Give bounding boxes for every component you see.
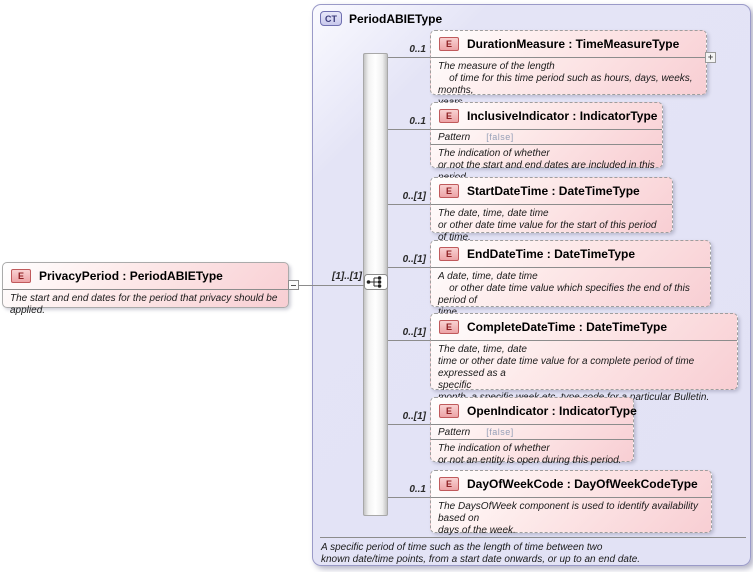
element-description: The date, time, date time or other date … — [438, 344, 710, 403]
pattern-value: [false] — [486, 427, 514, 437]
cardinality-label: 0..[1] — [402, 411, 426, 422]
expand-plus-icon[interactable]: + — [705, 52, 716, 63]
connector-line-root — [298, 285, 364, 286]
connector-line — [388, 204, 430, 205]
complex-type-title: PeriodABIEType — [349, 11, 443, 26]
connector-line — [388, 57, 430, 58]
pattern-label: Pattern — [438, 426, 471, 438]
connector-line — [388, 267, 430, 268]
connector-line — [388, 497, 430, 498]
footer-divider — [320, 537, 746, 538]
connector-line — [388, 340, 430, 341]
element-header: E InclusiveIndicator : IndicatorType — [431, 103, 662, 130]
element-end-date-time[interactable]: E EndDateTime : DateTimeType A date, tim… — [430, 240, 711, 318]
cardinality-label: 0..[1] — [402, 254, 426, 265]
element-title: StartDateTime : DateTimeType — [467, 184, 640, 198]
element-day-of-week-code[interactable]: E DayOfWeekCode : DayOfWeekCodeType The … — [430, 470, 712, 536]
cardinality-label: 0..1 — [409, 44, 426, 55]
pattern-facet-row: Pattern [false] — [431, 425, 633, 440]
element-header: E CompleteDateTime : DateTimeType — [431, 314, 737, 341]
complex-type-annotation: A specific period of time such as the le… — [321, 542, 641, 565]
element-icon: E — [439, 247, 459, 261]
element-header: E DayOfWeekCode : DayOfWeekCodeType — [431, 471, 711, 498]
collapse-handle-icon[interactable] — [288, 280, 299, 290]
minus-icon — [291, 284, 296, 286]
element-title: CompleteDateTime : DateTimeType — [467, 320, 668, 334]
element-description: The start and end dates for the period t… — [10, 293, 281, 316]
element-icon: E — [439, 109, 459, 123]
sequence-compositor-icon[interactable] — [364, 274, 388, 290]
element-icon: E — [11, 269, 31, 283]
element-header: E StartDateTime : DateTimeType — [431, 178, 672, 205]
connector-line — [388, 129, 430, 130]
element-description: The date, time, date time or other date … — [438, 208, 657, 243]
cardinality-label: 0..[1] — [402, 191, 426, 202]
element-title: DayOfWeekCode : DayOfWeekCodeType — [467, 477, 698, 491]
element-description: A date, time, date time or other date ti… — [438, 271, 690, 318]
element-privacy-period[interactable]: E PrivacyPeriod : PeriodABIEType The sta… — [2, 262, 289, 316]
pattern-label: Pattern — [438, 131, 471, 143]
element-inclusive-indicator[interactable]: E InclusiveIndicator : IndicatorType Pat… — [430, 102, 663, 183]
complex-type-icon: CT — [320, 11, 342, 26]
element-icon: E — [439, 477, 459, 491]
element-icon: E — [439, 37, 459, 51]
element-title: InclusiveIndicator : IndicatorType — [467, 109, 658, 123]
element-title: OpenIndicator : IndicatorType — [467, 404, 637, 418]
connector-line — [388, 424, 430, 425]
element-icon: E — [439, 320, 459, 334]
element-header: E PrivacyPeriod : PeriodABIEType — [3, 263, 288, 290]
pattern-value: [false] — [486, 132, 514, 142]
element-description: The DaysOfWeek component is used to iden… — [438, 501, 698, 536]
element-header: E EndDateTime : DateTimeType — [431, 241, 710, 268]
element-open-indicator[interactable]: E OpenIndicator : IndicatorType Pattern … — [430, 397, 637, 466]
pattern-facet-row: Pattern [false] — [431, 130, 662, 145]
element-description: The indication of whether or not an enti… — [438, 443, 622, 466]
element-header: E OpenIndicator : IndicatorType — [431, 398, 637, 425]
element-duration-measure[interactable]: E DurationMeasure : TimeMeasureType The … — [430, 30, 707, 108]
element-title: PrivacyPeriod : PeriodABIEType — [39, 269, 223, 283]
cardinality-label: 0..[1] — [402, 327, 426, 338]
complex-type-header: CT PeriodABIEType — [320, 11, 442, 26]
element-title: DurationMeasure : TimeMeasureType — [467, 37, 680, 51]
element-header: E DurationMeasure : TimeMeasureType — [431, 31, 706, 58]
element-complete-date-time[interactable]: E CompleteDateTime : DateTimeType The da… — [430, 313, 738, 403]
element-icon: E — [439, 184, 459, 198]
cardinality-label: 0..1 — [409, 484, 426, 495]
cardinality-label-root: [1]..[1] — [332, 271, 362, 282]
element-icon: E — [439, 404, 459, 418]
cardinality-label: 0..1 — [409, 116, 426, 127]
element-title: EndDateTime : DateTimeType — [467, 247, 636, 261]
element-start-date-time[interactable]: E StartDateTime : DateTimeType The date,… — [430, 177, 673, 243]
